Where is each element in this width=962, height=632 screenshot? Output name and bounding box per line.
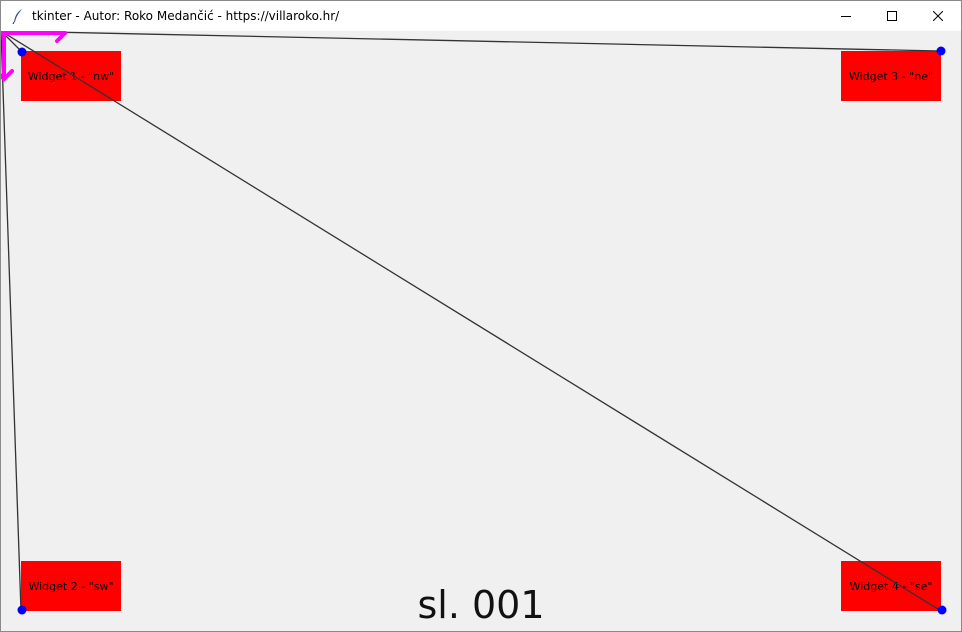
anchor-overlay [1, 31, 947, 615]
maximize-icon [887, 11, 897, 21]
title-bar[interactable]: tkinter - Autor: Roko Medančić - https:/… [1, 1, 961, 31]
figure-caption: sl. 001 [417, 583, 545, 627]
widget-se[interactable]: Widget 4 - "se" [841, 561, 941, 611]
maximize-button[interactable] [869, 1, 915, 31]
widget-sw[interactable]: Widget 2 - "sw" [21, 561, 121, 611]
widget-ne-label: Widget 3 - "ne" [848, 69, 934, 83]
line-to-se [1, 31, 942, 612]
line-to-sw [1, 31, 22, 612]
line-to-ne [1, 31, 942, 52]
widget-sw-label: Widget 2 - "sw" [28, 579, 114, 593]
widget-nw[interactable]: Widget 1 - "nw" [21, 51, 121, 101]
minimize-button[interactable] [823, 1, 869, 31]
line-to-nw [1, 31, 22, 52]
x-axis-arrow [1, 31, 68, 43]
widget-nw-label: Widget 1 - "nw" [27, 69, 115, 83]
tk-canvas[interactable]: Widget 1 - "nw" Widget 2 - "sw" Widget 3… [1, 31, 961, 631]
close-icon [933, 11, 943, 21]
widget-se-label: Widget 4 - "se" [849, 579, 933, 593]
widget-ne[interactable]: Widget 3 - "ne" [841, 51, 941, 101]
feather-icon [12, 9, 22, 24]
window-title: tkinter - Autor: Roko Medančić - https:/… [32, 9, 340, 23]
close-button[interactable] [915, 1, 961, 31]
y-axis-arrow [1, 31, 14, 82]
minimize-icon [841, 16, 851, 17]
